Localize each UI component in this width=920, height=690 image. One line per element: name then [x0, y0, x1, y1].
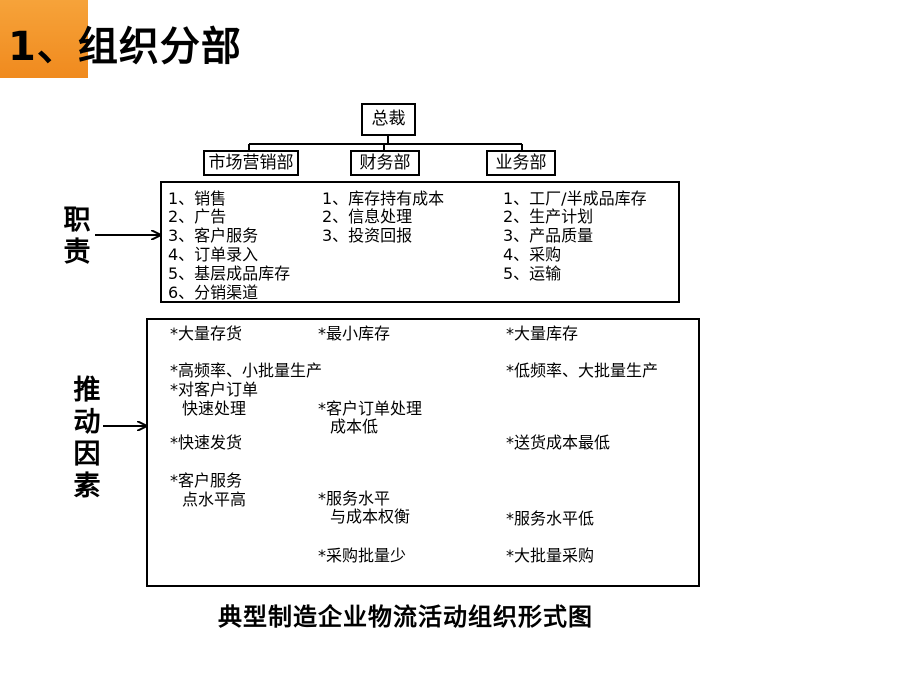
org-dept-marketing: 市场营销部 [203, 150, 299, 176]
duty-item: 6、分销渠道 [168, 283, 259, 302]
duties-label: 职责 [63, 205, 91, 268]
title-bar [0, 0, 88, 78]
driver-text: *低频率、大批量生产 [506, 361, 659, 380]
drivers-label: 推动因素 [73, 375, 101, 502]
duty-item: 4、采购 [503, 245, 562, 264]
driver-text: *大量存货 [170, 324, 243, 343]
figure-caption: 典型制造企业物流活动组织形式图 [218, 602, 593, 631]
driver-text: *送货成本最低 [506, 433, 611, 452]
driver-text: 与成本权衡 [330, 507, 411, 526]
org-root: 总裁 [361, 103, 416, 136]
duty-item: 5、基层成品库存 [168, 264, 291, 283]
drivers-box [146, 318, 700, 587]
org-dept-business: 业务部 [486, 150, 556, 176]
duty-item: 3、投资回报 [322, 226, 413, 245]
duty-item: 2、广告 [168, 207, 227, 226]
duty-item: 3、客户服务 [168, 226, 259, 245]
duty-item: 1、库存持有成本 [322, 189, 445, 208]
driver-text: *采购批量少 [318, 546, 407, 565]
duty-item: 4、订单录入 [168, 245, 259, 264]
page-title: 1、组织分部 [8, 24, 242, 70]
driver-text: *客户服务 [170, 471, 243, 490]
duty-item: 5、运输 [503, 264, 562, 283]
driver-text: *服务水平低 [506, 509, 595, 528]
driver-text: *最小库存 [318, 324, 391, 343]
driver-text: *大量库存 [506, 324, 579, 343]
duty-item: 1、销售 [168, 189, 227, 208]
duty-item: 1、工厂/半成品库存 [503, 189, 647, 208]
duty-item: 2、生产计划 [503, 207, 594, 226]
driver-text: *高频率、小批量生产 [170, 361, 323, 380]
driver-text: *大批量采购 [506, 546, 595, 565]
driver-text: *对客户订单 [170, 380, 259, 399]
driver-text: 快速处理 [182, 399, 247, 418]
duty-item: 3、产品质量 [503, 226, 594, 245]
driver-text: *快速发货 [170, 433, 243, 452]
duties-box [160, 181, 680, 303]
driver-text: *服务水平 [318, 489, 391, 508]
driver-text: *客户订单处理 [318, 399, 423, 418]
org-dept-finance: 财务部 [350, 150, 420, 176]
duty-item: 2、信息处理 [322, 207, 413, 226]
driver-text: 点水平高 [182, 490, 247, 509]
driver-text: 成本低 [330, 417, 379, 436]
